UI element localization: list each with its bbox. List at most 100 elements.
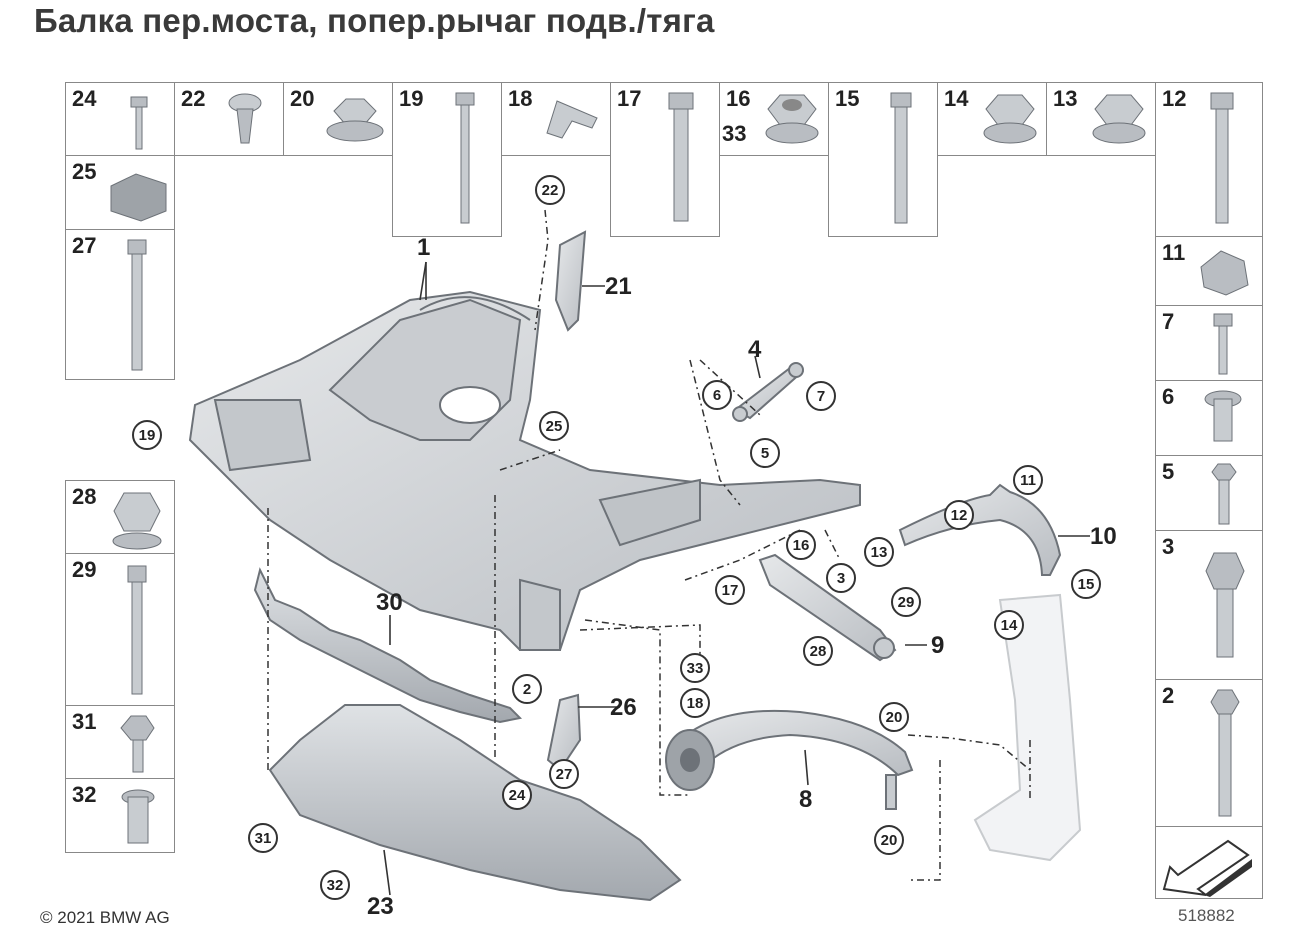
part-number: 28 bbox=[72, 484, 97, 509]
callout-5[interactable]: 5 bbox=[750, 438, 780, 468]
part-number: 32 bbox=[72, 782, 97, 807]
control-arm-9 bbox=[758, 553, 897, 662]
callout-20-upper[interactable]: 20 bbox=[879, 702, 909, 732]
label-8[interactable]: 8 bbox=[799, 786, 813, 813]
part-number: 29 bbox=[72, 557, 97, 582]
label-30[interactable]: 30 bbox=[376, 589, 403, 616]
nut-icon bbox=[1200, 250, 1249, 296]
callout-29[interactable]: 29 bbox=[891, 587, 921, 617]
hex-nut-icon bbox=[326, 98, 384, 142]
callout-14[interactable]: 14 bbox=[994, 610, 1024, 640]
hex-nut-icon bbox=[1092, 94, 1146, 144]
callout-13[interactable]: 13 bbox=[864, 537, 894, 567]
bolt-icon bbox=[890, 92, 912, 224]
bolt-icon bbox=[1211, 463, 1237, 525]
copyright: © 2021 BMW AG bbox=[40, 908, 170, 927]
part-cell-12[interactable]: 12 bbox=[1155, 82, 1263, 237]
callout-24[interactable]: 24 bbox=[502, 780, 532, 810]
part-number: 18 bbox=[508, 86, 533, 111]
direction-arrow-icon bbox=[1162, 839, 1252, 897]
part-cell-28[interactable]: 28 bbox=[65, 480, 175, 554]
cage-nut-icon bbox=[110, 173, 167, 222]
wishbone-8 bbox=[678, 709, 914, 777]
callout-18[interactable]: 18 bbox=[680, 688, 710, 718]
callout-15[interactable]: 15 bbox=[1071, 569, 1101, 599]
rivet-icon bbox=[228, 93, 262, 144]
part-number: 31 bbox=[72, 709, 97, 734]
callout-16[interactable]: 16 bbox=[786, 530, 816, 560]
part-cell-32[interactable]: 32 bbox=[65, 778, 175, 853]
part-cell-19[interactable]: 19 bbox=[392, 82, 502, 237]
callout-6[interactable]: 6 bbox=[702, 380, 732, 410]
label-23[interactable]: 23 bbox=[367, 893, 394, 920]
callout-33[interactable]: 33 bbox=[680, 653, 710, 683]
callout-28[interactable]: 28 bbox=[803, 636, 833, 666]
callout-32[interactable]: 32 bbox=[320, 870, 350, 900]
part-cell-7[interactable]: 7 bbox=[1155, 305, 1263, 381]
part-cell-29[interactable]: 29 bbox=[65, 553, 175, 706]
hex-nut-icon bbox=[765, 94, 819, 144]
bolt-icon bbox=[127, 565, 147, 695]
label-9[interactable]: 9 bbox=[931, 632, 945, 659]
part-number: 27 bbox=[72, 233, 97, 258]
part-cell-27[interactable]: 27 bbox=[65, 229, 175, 380]
part-cell-14[interactable]: 14 bbox=[937, 82, 1047, 156]
part-cell-17[interactable]: 17 bbox=[610, 82, 720, 237]
part-number: 13 bbox=[1053, 86, 1078, 111]
label-21[interactable]: 21 bbox=[605, 273, 632, 300]
bolt-icon bbox=[120, 715, 155, 773]
part-cell-20[interactable]: 20 bbox=[283, 82, 393, 156]
part-cell-24[interactable]: 24 bbox=[65, 82, 175, 156]
clip-icon bbox=[546, 100, 598, 139]
part-number: 16 bbox=[726, 86, 751, 111]
callout-22[interactable]: 22 bbox=[535, 175, 565, 205]
orientation-cell bbox=[1155, 826, 1263, 899]
part-number: 20 bbox=[290, 86, 315, 111]
part-number: 22 bbox=[181, 86, 206, 111]
rivet-nut-icon bbox=[121, 789, 155, 844]
wheel-carrier-ghost bbox=[973, 593, 1082, 862]
part-cell-22[interactable]: 22 bbox=[174, 82, 284, 156]
part-cell-5[interactable]: 5 bbox=[1155, 455, 1263, 531]
part-cell-13[interactable]: 13 bbox=[1046, 82, 1156, 156]
bracket-26 bbox=[546, 693, 582, 772]
part-number: 12 bbox=[1162, 86, 1187, 111]
part-number: 15 bbox=[835, 86, 860, 111]
part-cell-15[interactable]: 15 bbox=[828, 82, 938, 237]
part-number: 7 bbox=[1162, 309, 1175, 334]
part-cell-18[interactable]: 18 bbox=[501, 82, 611, 156]
part-cell-16-33[interactable]: 16 33 bbox=[719, 82, 829, 156]
callout-7[interactable]: 7 bbox=[806, 381, 836, 411]
upper-wishbone-10 bbox=[898, 483, 1062, 576]
front-axle-subframe bbox=[188, 290, 861, 651]
callout-12[interactable]: 12 bbox=[944, 500, 974, 530]
callout-25[interactable]: 25 bbox=[539, 411, 569, 441]
callout-19[interactable]: 19 bbox=[132, 420, 162, 450]
callout-3[interactable]: 3 bbox=[826, 563, 856, 593]
part-cell-2[interactable]: 2 bbox=[1155, 679, 1263, 827]
part-cell-25[interactable]: 25 bbox=[65, 155, 175, 230]
part-cell-11[interactable]: 11 bbox=[1155, 236, 1263, 306]
callout-17[interactable]: 17 bbox=[715, 575, 745, 605]
label-10[interactable]: 10 bbox=[1090, 523, 1117, 550]
callout-20-lower[interactable]: 20 bbox=[874, 825, 904, 855]
bolt-icon bbox=[1210, 689, 1240, 817]
hex-nut-icon bbox=[983, 94, 1037, 144]
label-26[interactable]: 26 bbox=[610, 694, 637, 721]
part-cell-3[interactable]: 3 bbox=[1155, 530, 1263, 680]
part-number: 19 bbox=[399, 86, 424, 111]
callout-27[interactable]: 27 bbox=[549, 759, 579, 789]
part-cell-31[interactable]: 31 bbox=[65, 705, 175, 779]
sleeve-icon bbox=[1204, 390, 1242, 442]
callout-11[interactable]: 11 bbox=[1013, 465, 1043, 495]
part-cell-6[interactable]: 6 bbox=[1155, 380, 1263, 456]
underbody-panel-23 bbox=[268, 704, 682, 902]
part-number: 24 bbox=[72, 86, 97, 111]
label-1[interactable]: 1 bbox=[417, 234, 431, 261]
callout-31[interactable]: 31 bbox=[248, 823, 278, 853]
shield-30 bbox=[253, 567, 523, 724]
bolt-icon bbox=[1213, 313, 1233, 375]
callout-2[interactable]: 2 bbox=[512, 674, 542, 704]
label-4[interactable]: 4 bbox=[748, 336, 762, 363]
bolt-icon bbox=[127, 239, 147, 371]
